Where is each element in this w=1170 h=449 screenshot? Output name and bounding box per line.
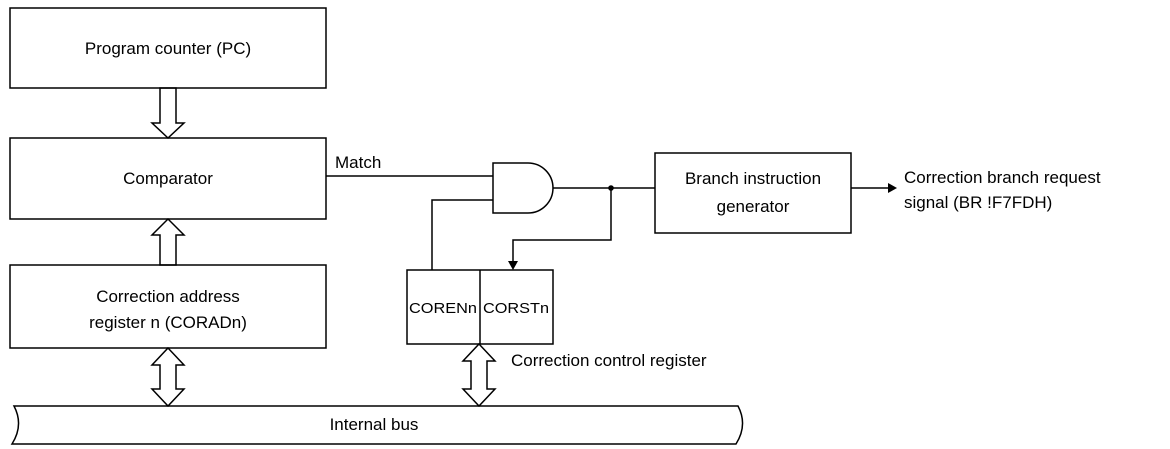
correction-control-register-label: Correction control register [511, 351, 707, 370]
internal-bus-shape [10, 405, 744, 445]
output-arrowhead [888, 183, 897, 193]
match-label: Match [335, 153, 381, 172]
correction-address-label-line2: register n (CORADn) [89, 313, 247, 332]
corst-feedback-line [512, 188, 612, 262]
coradn-bus-arrow [150, 346, 186, 408]
correction-address-register-box [9, 264, 327, 349]
comparator-label: Comparator [123, 169, 213, 188]
pc-to-comparator-arrow [150, 87, 186, 140]
branch-instruction-generator-box [654, 152, 852, 234]
output-signal-label-line2: signal (BR !F7FDH) [904, 193, 1052, 212]
coren-label: CORENn [409, 300, 477, 317]
coren-line [431, 199, 493, 270]
control-register-bus-arrow [461, 342, 497, 408]
internal-bus-label: Internal bus [330, 415, 419, 434]
junction-dot [608, 185, 614, 191]
corst-label: CORSTn [483, 300, 549, 317]
correction-address-label-line1: Correction address [96, 287, 240, 306]
branch-generator-label-line2: generator [717, 197, 790, 216]
output-signal-label-line1: Correction branch request [904, 168, 1101, 187]
branch-generator-label-line1: Branch instruction [685, 169, 821, 188]
coradn-to-comparator-arrow [150, 217, 186, 266]
corst-arrowhead [508, 261, 518, 270]
and-gate [492, 162, 554, 214]
program-counter-label: Program counter (PC) [85, 39, 251, 58]
